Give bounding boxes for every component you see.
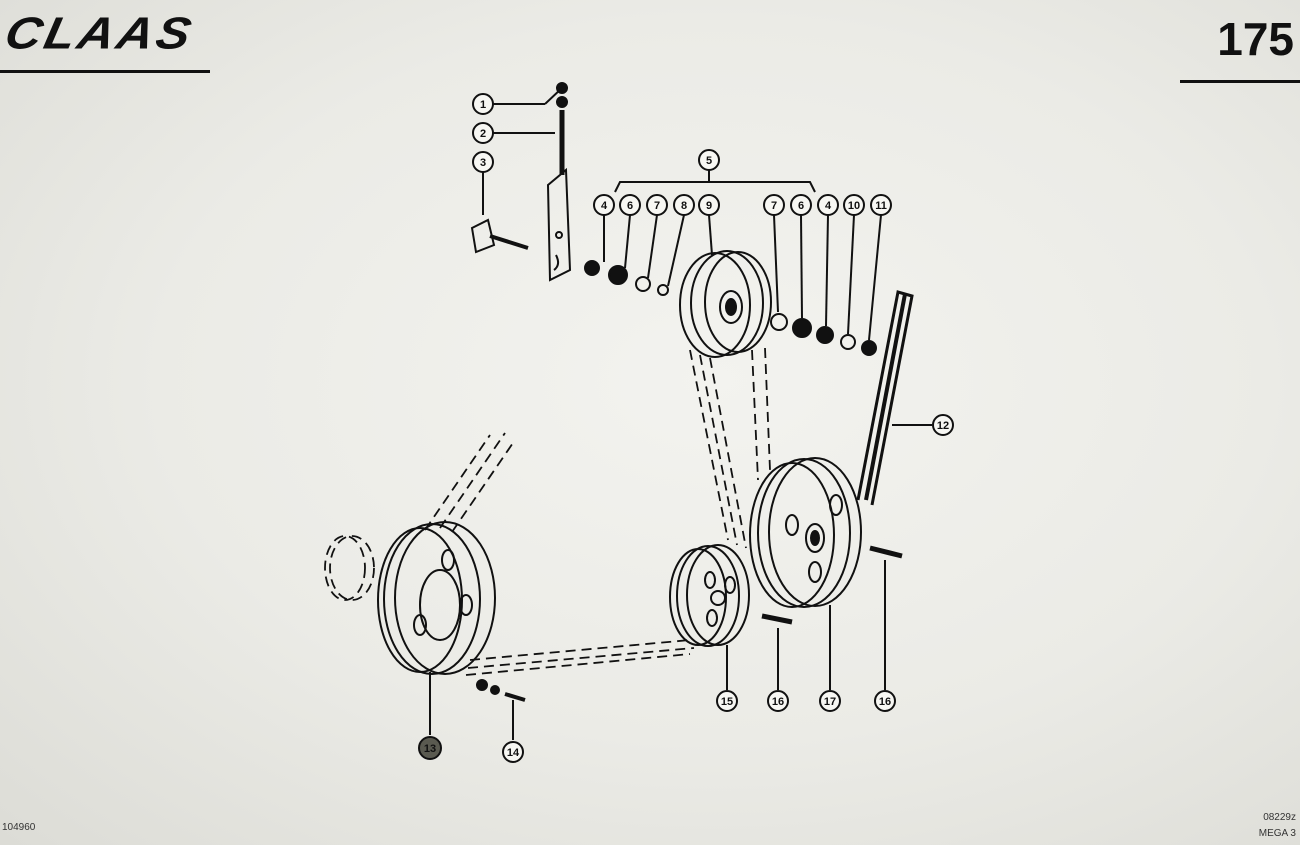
callout-13: 13 [418, 736, 442, 760]
callout-6-left: 6 [619, 194, 641, 216]
callout-4-right: 4 [817, 194, 839, 216]
svg-text:14: 14 [507, 747, 520, 759]
callout-2: 2 [472, 122, 494, 144]
svg-text:9: 9 [706, 200, 712, 212]
footer-drawing-code: 104960 [2, 822, 36, 833]
svg-text:1: 1 [480, 99, 486, 111]
svg-text:7: 7 [654, 200, 660, 212]
callout-5: 5 [698, 149, 720, 171]
svg-text:16: 16 [772, 696, 784, 708]
callout-3: 3 [472, 151, 494, 173]
svg-text:2: 2 [480, 128, 486, 140]
svg-text:6: 6 [627, 200, 633, 212]
svg-text:3: 3 [480, 157, 486, 169]
svg-text:12: 12 [937, 420, 949, 432]
brand-underline [0, 70, 210, 73]
callout-9: 9 [698, 194, 720, 216]
page-number-underline [1180, 80, 1300, 83]
callout-16-left: 16 [767, 690, 789, 712]
footer-right-code: 08229z [1263, 812, 1296, 823]
svg-text:4: 4 [825, 200, 832, 212]
callout-4-left: 4 [593, 194, 615, 216]
svg-text:4: 4 [601, 200, 608, 212]
callout-12: 12 [932, 414, 954, 436]
callout-7-left: 7 [646, 194, 668, 216]
callout-17: 17 [819, 690, 841, 712]
callout-14: 14 [502, 741, 524, 763]
footer-model: MEGA 3 [1258, 828, 1296, 839]
page-number: 175 [1217, 13, 1294, 65]
callout-7-right: 7 [763, 194, 785, 216]
callout-8: 8 [673, 194, 695, 216]
svg-text:10: 10 [848, 200, 860, 212]
callout-6-right: 6 [790, 194, 812, 216]
svg-text:8: 8 [681, 200, 687, 212]
callout-11: 11 [870, 194, 892, 216]
svg-text:13: 13 [424, 743, 436, 755]
callout-15: 15 [716, 690, 738, 712]
callout-10: 10 [843, 194, 865, 216]
svg-text:16: 16 [879, 696, 891, 708]
callout-1: 1 [472, 93, 494, 115]
svg-text:7: 7 [771, 200, 777, 212]
svg-text:11: 11 [875, 200, 887, 212]
svg-text:15: 15 [721, 696, 733, 708]
svg-text:17: 17 [824, 696, 836, 708]
callout-16-right: 16 [874, 690, 896, 712]
svg-text:6: 6 [798, 200, 804, 212]
diagram-parts [324, 82, 932, 740]
svg-text:5: 5 [706, 155, 712, 167]
